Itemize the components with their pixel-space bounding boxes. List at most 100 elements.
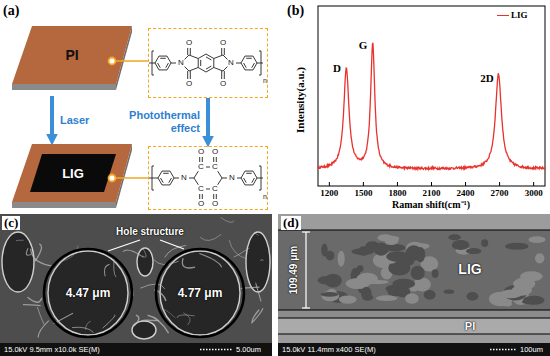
bond — [162, 184, 170, 185]
lig-texture — [466, 248, 481, 254]
peak-label: G — [359, 39, 368, 51]
bond — [257, 178, 263, 179]
bond — [253, 171, 257, 178]
graphene-strand — [221, 217, 235, 222]
bond — [160, 58, 165, 59]
scale-bar — [490, 349, 516, 351]
bond — [174, 178, 179, 179]
bond — [257, 63, 263, 64]
bond — [246, 173, 251, 174]
lig-texture — [405, 293, 419, 304]
tick-label: 1500 — [354, 189, 372, 199]
lig-texture — [357, 265, 364, 272]
lig-texture — [338, 251, 345, 267]
bond — [206, 189, 210, 190]
film-edge — [12, 202, 116, 208]
plot-frame — [318, 6, 545, 186]
boundary-line — [278, 333, 550, 334]
callout-dot — [109, 58, 116, 65]
panel-label: (d) — [281, 216, 301, 230]
atom-symbol: C — [212, 163, 218, 171]
lig-texture — [505, 243, 529, 250]
tick-label: 2400 — [457, 189, 475, 199]
lig-texture — [376, 295, 398, 301]
atom-symbol: O — [198, 148, 204, 156]
film-surface — [12, 144, 132, 202]
atom-symbol: C — [198, 163, 204, 171]
bracket — [259, 51, 261, 75]
bond — [216, 157, 217, 162]
graphene-strand — [163, 309, 176, 318]
legend-line-sample — [497, 15, 509, 16]
axis-tick — [499, 182, 500, 186]
annotation: Hole structure — [116, 226, 184, 237]
edge-label: Photothermal effect — [120, 109, 200, 134]
hole-circle: 4.77 μm — [154, 247, 246, 339]
bond — [161, 178, 164, 183]
lig-texture — [384, 236, 398, 245]
bond — [171, 63, 176, 64]
atom-symbol: N — [181, 174, 187, 182]
bond — [169, 178, 172, 183]
bond — [163, 173, 168, 174]
graphene-strand — [182, 258, 195, 268]
dimension-line — [305, 232, 306, 308]
bond — [202, 157, 203, 162]
bond — [253, 56, 257, 63]
legend-entry: LIG — [497, 11, 528, 20]
bond — [221, 48, 222, 55]
sem-info: 15.0kV 11.4mm x400 SE(M) — [282, 345, 376, 353]
bond — [206, 167, 210, 168]
lig-texture — [326, 251, 335, 261]
bond — [185, 67, 189, 71]
leader-line — [160, 240, 184, 249]
lig-pattern — [30, 154, 116, 192]
bond — [170, 171, 174, 178]
bond — [236, 63, 241, 64]
bond — [159, 56, 167, 57]
axis-title: Raman shift(cm⁻¹) — [392, 199, 470, 210]
axis-tick — [397, 182, 398, 186]
atom-symbol: C — [198, 185, 204, 193]
scale-bar — [200, 349, 232, 351]
bond — [187, 71, 188, 79]
graphene-strand — [200, 234, 221, 240]
bond — [155, 56, 159, 63]
interface — [278, 310, 550, 318]
graphene-strand — [28, 297, 42, 302]
lig-texture — [432, 269, 439, 278]
node-label: 4.77 μm — [178, 287, 223, 299]
pore — [2, 232, 34, 292]
bond — [162, 171, 170, 172]
dimension-tick — [302, 231, 310, 232]
lig-texture — [448, 234, 461, 240]
atom-symbol: O — [212, 200, 218, 208]
node-label: PI — [65, 48, 78, 62]
bond — [252, 63, 255, 68]
bond — [158, 171, 162, 178]
bond — [252, 178, 255, 183]
lig-texture — [361, 287, 372, 300]
graphene-strand — [252, 310, 259, 322]
bond — [149, 178, 158, 179]
graphene-strand — [256, 283, 261, 301]
bond — [245, 56, 253, 57]
edge-label: Laser — [60, 114, 89, 127]
structure-box: OOCCNNCCOOn — [148, 146, 268, 210]
scale-label: 100um — [520, 345, 543, 353]
atom-symbol: O — [220, 39, 226, 47]
dimension-tick — [302, 307, 310, 308]
scale-label: 5.00um — [236, 345, 261, 353]
pore — [246, 232, 270, 292]
tick-label: 2100 — [423, 189, 441, 199]
graphene-strand — [260, 260, 263, 261]
pi-layer — [278, 318, 550, 334]
lig-texture — [318, 276, 337, 285]
boundary-line — [278, 317, 550, 318]
film-edge — [12, 84, 116, 90]
info-bar — [0, 343, 272, 356]
bond — [206, 57, 211, 60]
bond — [189, 55, 198, 59]
peak-label: D — [333, 62, 341, 74]
bond — [200, 60, 201, 66]
